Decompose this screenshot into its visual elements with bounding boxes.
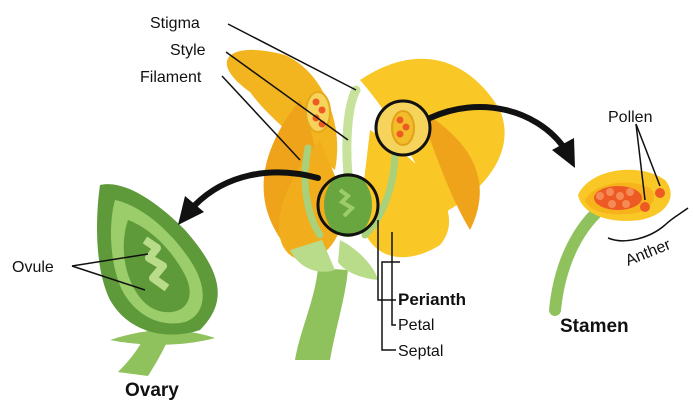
pollen-grain: [616, 192, 624, 200]
pollen-dot: [313, 99, 320, 106]
label-petal: Petal: [398, 317, 434, 334]
pollen-grain: [626, 188, 634, 196]
flower-stem: [295, 268, 348, 360]
label-filament: Filament: [140, 69, 202, 86]
pollen-grain: [608, 200, 616, 208]
label-stigma: Stigma: [150, 15, 200, 32]
pollen-free-1: [640, 202, 650, 212]
label-ovule: Ovule: [12, 259, 54, 276]
label-anther: Anther: [623, 236, 674, 270]
pollen-dot: [403, 124, 410, 131]
label-pollen: Pollen: [608, 109, 652, 126]
label-septal: Septal: [398, 343, 443, 360]
pollen-grain: [622, 200, 630, 208]
flower: [227, 50, 505, 360]
pollen-dot: [397, 117, 404, 124]
stamen-filament: [555, 205, 605, 310]
label-perianth: Perianth: [398, 290, 466, 309]
label-stamen: Stamen: [560, 316, 629, 337]
pollen-dot: [319, 107, 326, 114]
style: [347, 90, 356, 175]
pollen-free-2: [655, 188, 665, 198]
pollen-grain: [606, 188, 614, 196]
pollen-dot: [397, 131, 404, 138]
label-ovary: Ovary: [125, 380, 179, 401]
pollen-grain: [596, 192, 604, 200]
label-style: Style: [170, 42, 206, 59]
